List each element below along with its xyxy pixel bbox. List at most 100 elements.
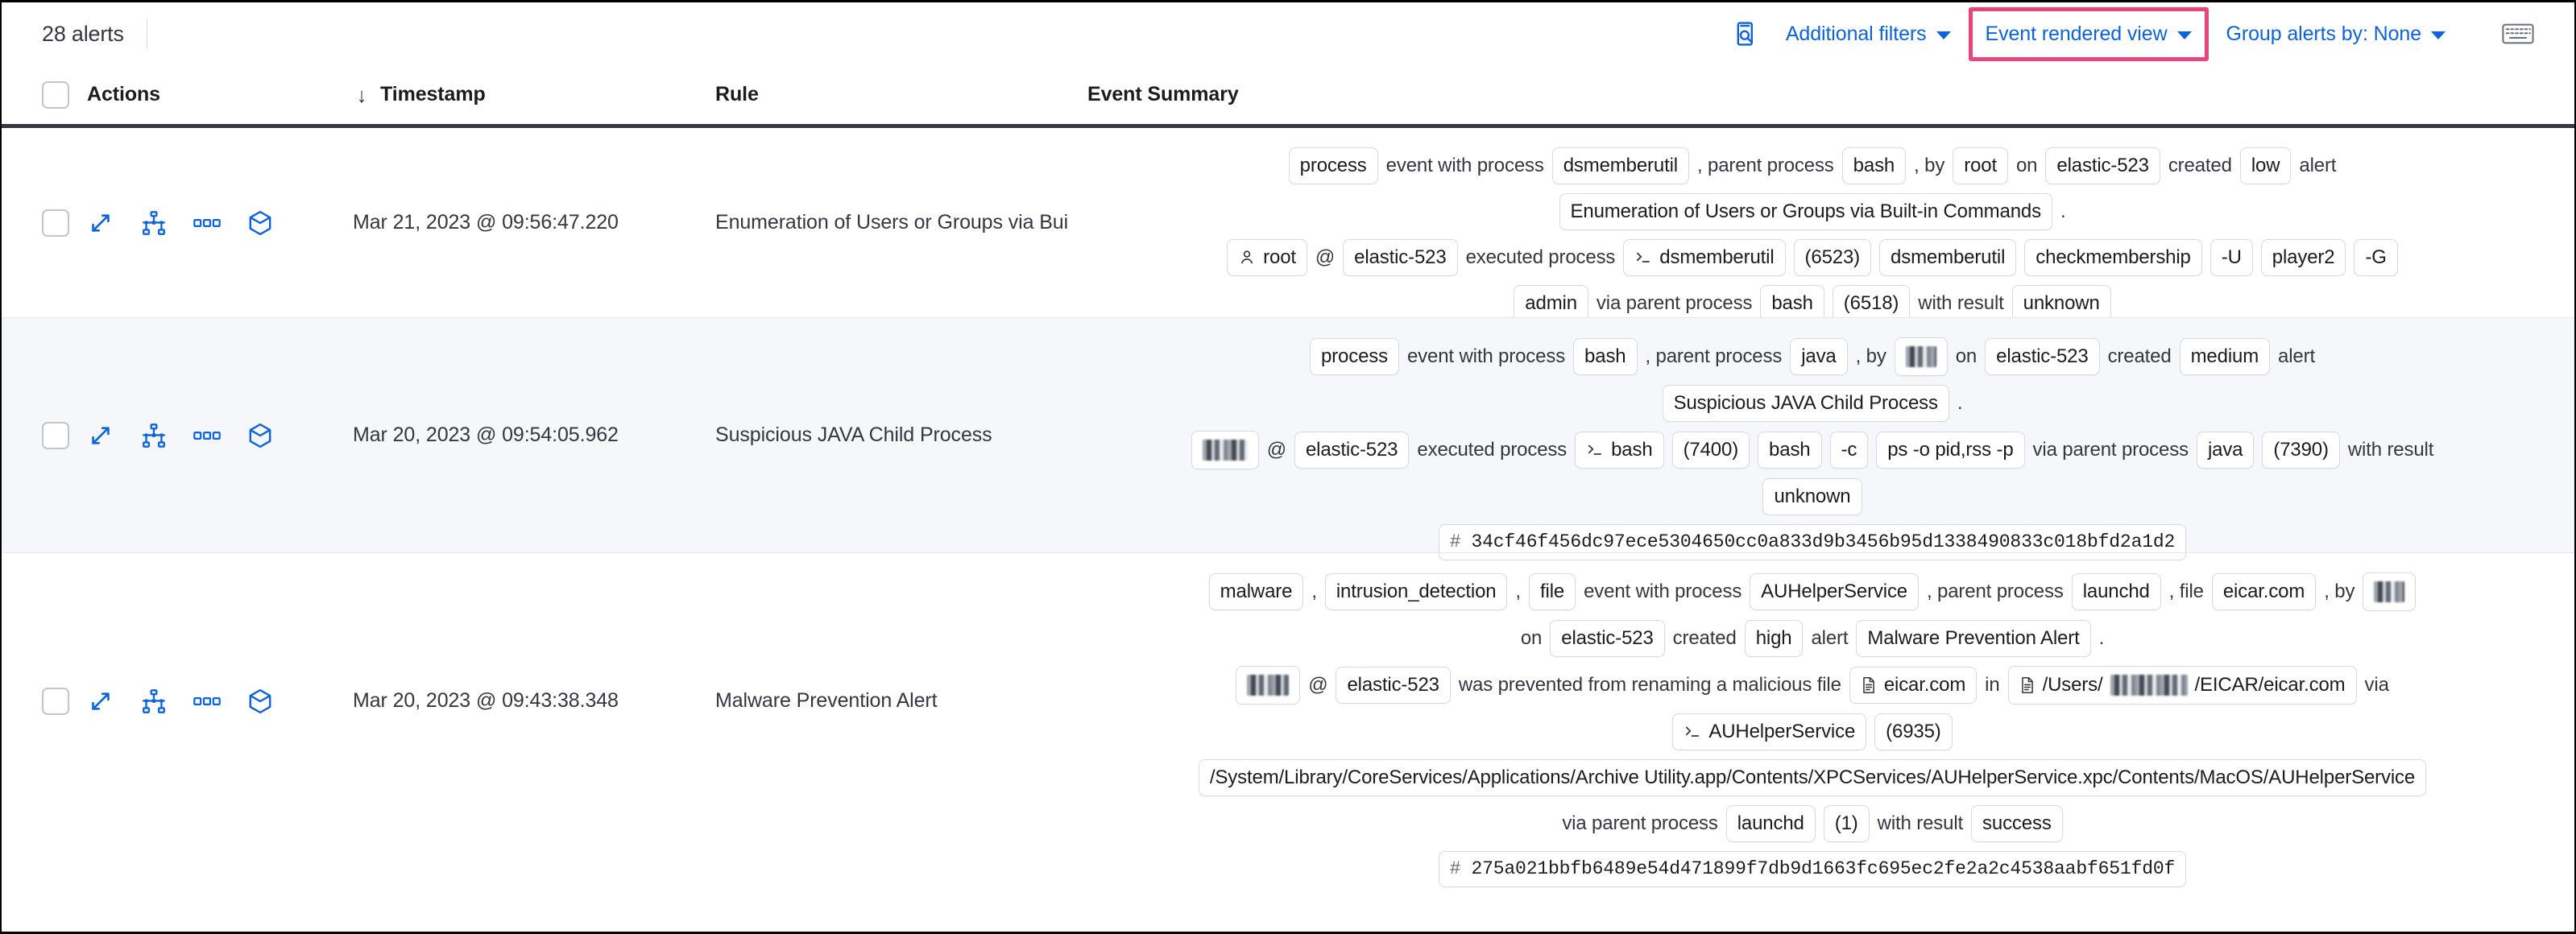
- event-value-pill[interactable]: AUHelperService: [1672, 713, 1867, 750]
- column-header-timestamp[interactable]: ↓ Timestamp: [353, 83, 715, 106]
- redacted-value: [2374, 581, 2405, 602]
- pill-label: bash: [1611, 439, 1653, 461]
- event-value-pill[interactable]: [1236, 666, 1301, 705]
- session-view-icon[interactable]: [246, 422, 274, 449]
- event-value-pill[interactable]: dsmemberutil: [1551, 147, 1689, 184]
- event-value-pill[interactable]: elastic-523: [2045, 147, 2160, 184]
- event-value-pill[interactable]: process: [1288, 147, 1378, 184]
- event-value-pill[interactable]: malware: [1208, 573, 1304, 610]
- row-select-checkbox[interactable]: [42, 687, 69, 715]
- event-value-pill[interactable]: checkmembership: [2024, 239, 2202, 276]
- event-value-pill[interactable]: unknown: [2011, 285, 2111, 322]
- pill-label: file: [1540, 581, 1565, 602]
- event-value-pill[interactable]: medium: [2179, 338, 2271, 375]
- pill-label: (6523): [1804, 246, 1861, 268]
- more-actions-icon[interactable]: [193, 209, 221, 237]
- event-value-pill[interactable]: elastic-523: [1343, 239, 1458, 276]
- event-value-pill[interactable]: launchd: [1725, 805, 1816, 842]
- event-value-pill[interactable]: /Users//EICAR/eicar.com: [2007, 666, 2357, 705]
- more-actions-icon[interactable]: [193, 688, 221, 715]
- event-value-pill[interactable]: elastic-523: [1294, 432, 1410, 469]
- event-value-pill[interactable]: root: [1953, 147, 2008, 184]
- event-value-pill[interactable]: dsmemberutil: [1879, 239, 2017, 276]
- event-value-pill[interactable]: player2: [2260, 239, 2346, 276]
- column-header-event-summary-label: Event Summary: [1087, 83, 1239, 105]
- event-value-pill[interactable]: elastic-523: [1985, 338, 2100, 375]
- event-value-pill[interactable]: (6935): [1874, 713, 1953, 750]
- sort-descending-icon: ↓: [356, 82, 367, 107]
- keyboard-shortcuts-icon[interactable]: [2499, 18, 2537, 50]
- event-value-pill[interactable]: bash: [1573, 338, 1638, 375]
- event-value-pill[interactable]: launchd: [2071, 573, 2161, 610]
- row-select-checkbox[interactable]: [42, 421, 69, 449]
- group-alerts-by-button[interactable]: Group alerts by: None: [2215, 18, 2457, 51]
- event-value-pill[interactable]: (1): [1823, 805, 1870, 842]
- hash-glyph: #: [1449, 531, 1461, 552]
- event-value-pill[interactable]: low: [2239, 147, 2292, 184]
- event-value-pill[interactable]: ps -o pid,rss -p: [1876, 432, 2025, 469]
- analyze-event-icon[interactable]: [140, 688, 168, 715]
- row-rule-name[interactable]: Suspicious JAVA Child Process: [715, 424, 992, 446]
- event-hash-pill[interactable]: #275a021bbfb6489e54d471899f7db9d1663fc69…: [1438, 851, 2187, 887]
- event-value-pill[interactable]: dsmemberutil: [1623, 239, 1786, 276]
- summary-text: with result: [1918, 292, 2004, 314]
- row-rule-name[interactable]: Enumeration of Users or Groups via Bui: [715, 211, 1069, 234]
- event-value-pill[interactable]: Enumeration of Users or Groups via Built…: [1559, 193, 2052, 230]
- event-value-pill[interactable]: AUHelperService: [1750, 573, 1919, 610]
- session-view-icon[interactable]: [246, 209, 274, 237]
- analyze-event-icon[interactable]: [140, 209, 168, 237]
- event-value-pill[interactable]: (7400): [1671, 432, 1750, 469]
- event-value-pill[interactable]: bash: [1575, 432, 1664, 469]
- event-summary-line: #34cf46f456dc97ece5304650cc0a833d9b3456b…: [1438, 524, 2187, 560]
- row-rule-name[interactable]: Malware Prevention Alert: [715, 689, 938, 712]
- event-value-pill[interactable]: elastic-523: [1336, 667, 1451, 704]
- event-value-pill[interactable]: elastic-523: [1550, 620, 1665, 657]
- inspect-search-icon[interactable]: [1728, 16, 1763, 52]
- event-value-pill[interactable]: file: [1529, 573, 1576, 610]
- event-value-pill[interactable]: process: [1309, 338, 1399, 375]
- event-value-pill[interactable]: (7390): [2262, 432, 2340, 469]
- event-value-pill[interactable]: [2363, 572, 2417, 611]
- event-value-pill[interactable]: intrusion_detection: [1324, 573, 1508, 610]
- event-value-pill[interactable]: -U: [2209, 239, 2253, 276]
- event-value-pill[interactable]: success: [1971, 805, 2063, 842]
- event-value-pill[interactable]: /System/Library/CoreServices/Application…: [1198, 759, 2427, 796]
- event-value-pill[interactable]: admin: [1514, 285, 1588, 322]
- column-header-actions[interactable]: Actions: [87, 83, 353, 106]
- event-value-pill[interactable]: Suspicious JAVA Child Process: [1662, 385, 1949, 422]
- pill-label: Suspicious JAVA Child Process: [1673, 392, 1938, 414]
- column-header-rule[interactable]: Rule: [715, 83, 1087, 106]
- analyze-event-icon[interactable]: [140, 422, 168, 449]
- event-value-pill[interactable]: bash: [1760, 285, 1824, 322]
- more-actions-icon[interactable]: [193, 422, 221, 449]
- expand-alert-details-icon[interactable]: [87, 688, 114, 715]
- event-value-pill[interactable]: unknown: [1762, 478, 1862, 515]
- event-value-pill[interactable]: root: [1227, 239, 1307, 276]
- event-value-pill[interactable]: bash: [1758, 432, 1822, 469]
- event-value-pill[interactable]: bash: [1841, 147, 1907, 184]
- column-header-event-summary[interactable]: Event Summary: [1087, 83, 2537, 106]
- event-value-pill[interactable]: eicar.com: [1849, 667, 1978, 704]
- expand-alert-details-icon[interactable]: [87, 422, 114, 449]
- session-view-icon[interactable]: [246, 688, 274, 715]
- event-value-pill[interactable]: java: [1790, 338, 1848, 375]
- event-value-pill[interactable]: [1191, 431, 1259, 469]
- event-value-pill[interactable]: (6523): [1793, 239, 1872, 276]
- event-rendered-view-button[interactable]: Event rendered view: [1986, 23, 2192, 46]
- row-select-checkbox[interactable]: [42, 209, 69, 237]
- expand-alert-details-icon[interactable]: [87, 209, 114, 237]
- event-value-pill[interactable]: high: [1744, 620, 1804, 657]
- event-value-pill[interactable]: java: [2196, 432, 2255, 469]
- event-value-pill[interactable]: -G: [2354, 239, 2398, 276]
- event-value-pill[interactable]: -c: [1829, 432, 1869, 469]
- additional-filters-button[interactable]: Additional filters: [1775, 18, 1962, 51]
- event-value-pill[interactable]: Malware Prevention Alert: [1856, 620, 2091, 657]
- event-value-pill[interactable]: [1894, 337, 1948, 376]
- event-value-pill[interactable]: eicar.com: [2211, 573, 2317, 610]
- select-all-checkbox[interactable]: [42, 81, 69, 109]
- event-hash-pill[interactable]: #34cf46f456dc97ece5304650cc0a833d9b3456b…: [1438, 524, 2187, 560]
